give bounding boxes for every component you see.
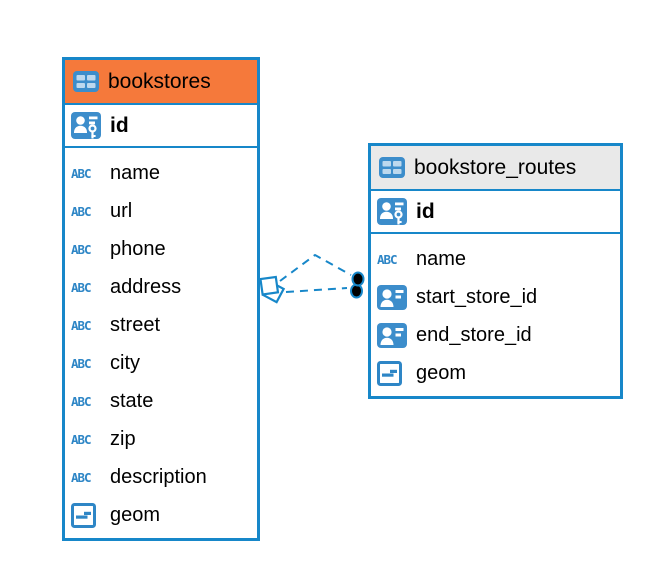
column-name: end_store_id: [416, 323, 532, 346]
table-icon: [379, 157, 405, 178]
column-name: url: [110, 199, 133, 222]
text-type-icon: ABC: [71, 393, 92, 409]
reference-type-icon: [377, 322, 409, 348]
pk-column-name: id: [110, 113, 129, 137]
column-name: description: [110, 465, 207, 488]
relationship-source-marker-front[interactable]: [259, 275, 280, 296]
relationship-line-lower[interactable]: [285, 287, 348, 293]
text-type-icon: ABC: [377, 251, 398, 267]
column-name: street: [110, 313, 161, 336]
column-row-description[interactable]: ABC description: [65, 458, 257, 496]
geometry-type-icon: [377, 360, 409, 386]
column-name: state: [110, 389, 154, 412]
text-type-icon: ABC: [71, 241, 92, 257]
column-list-routes: ABC name start_store_id: [371, 234, 620, 396]
column-name: name: [416, 247, 467, 270]
text-type-icon: ABC: [71, 203, 92, 219]
column-name: phone: [110, 237, 166, 260]
column-row-phone[interactable]: ABC phone: [65, 230, 257, 268]
column-row-name[interactable]: ABC name: [371, 240, 620, 278]
column-name: start_store_id: [416, 285, 538, 308]
column-row-name[interactable]: ABC name: [65, 154, 257, 192]
entity-bookstores[interactable]: bookstores id ABC name ABC url: [62, 57, 260, 541]
column-row-street[interactable]: ABC street: [65, 306, 257, 344]
text-type-icon: ABC: [71, 279, 92, 295]
column-row-city[interactable]: ABC city: [65, 344, 257, 382]
text-type-icon: ABC: [71, 165, 92, 181]
column-name: address: [110, 275, 182, 298]
column-row-state[interactable]: ABC state: [65, 382, 257, 420]
reference-type-icon: [377, 284, 409, 310]
text-type-icon: ABC: [71, 431, 92, 447]
pk-column-name: id: [416, 199, 435, 223]
entity-bookstores-header[interactable]: bookstores: [65, 60, 257, 105]
column-row-url[interactable]: ABC url: [65, 192, 257, 230]
relationship-target-dot-upper[interactable]: [351, 271, 365, 287]
table-name: bookstores: [108, 69, 211, 93]
table-name: bookstore_routes: [414, 155, 577, 179]
column-name: zip: [110, 427, 136, 450]
text-type-icon: ABC: [71, 317, 92, 333]
text-type-icon: ABC: [71, 355, 92, 371]
column-row-zip[interactable]: ABC zip: [65, 420, 257, 458]
column-row-geom[interactable]: geom: [371, 354, 620, 392]
text-type-icon: ABC: [71, 469, 92, 485]
column-name: geom: [110, 503, 161, 526]
pk-row-routes-id[interactable]: id: [371, 191, 620, 234]
column-name: city: [110, 351, 140, 374]
primary-key-icon: [377, 198, 409, 225]
column-name: geom: [416, 361, 467, 384]
geometry-type-icon: [71, 502, 103, 528]
column-row-start-store-id[interactable]: start_store_id: [371, 278, 620, 316]
entity-bookstore-routes-header[interactable]: bookstore_routes: [371, 146, 620, 191]
column-row-address[interactable]: ABC address: [65, 268, 257, 306]
column-name: name: [110, 161, 161, 184]
primary-key-icon: [71, 112, 103, 139]
relationship-target-dot-lower[interactable]: [350, 283, 363, 299]
table-icon: [73, 71, 99, 92]
pk-row-bookstores-id[interactable]: id: [65, 105, 257, 148]
relationship-line-upper[interactable]: [279, 253, 352, 282]
column-row-end-store-id[interactable]: end_store_id: [371, 316, 620, 354]
column-row-geom[interactable]: geom: [65, 496, 257, 534]
column-list-bookstores: ABC name ABC url ABC phone ABC address A…: [65, 148, 257, 538]
entity-bookstore-routes[interactable]: bookstore_routes id ABC name: [368, 143, 623, 399]
